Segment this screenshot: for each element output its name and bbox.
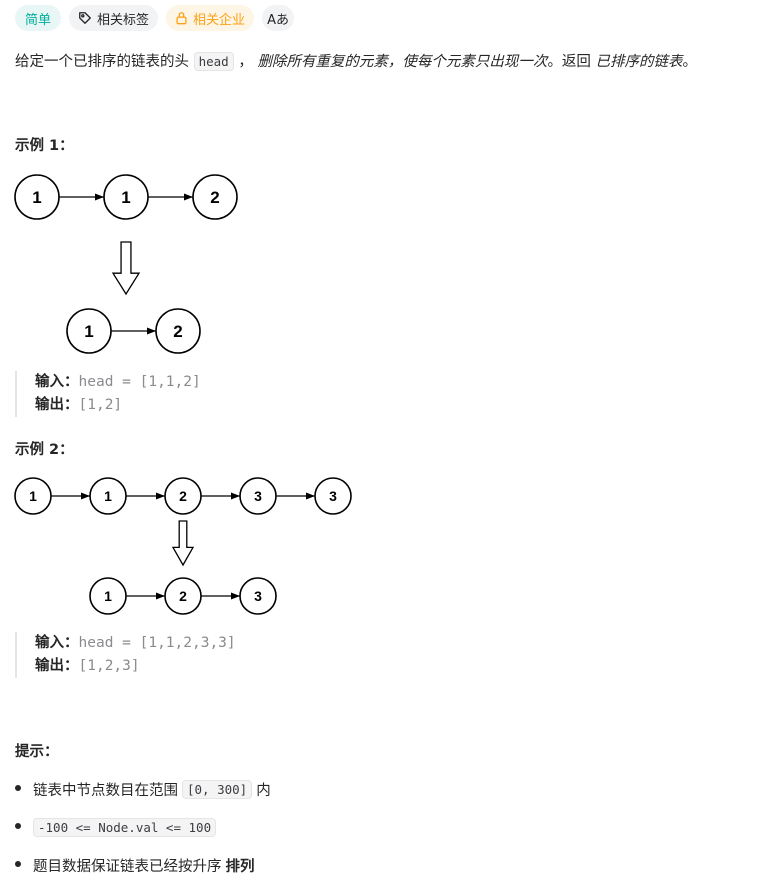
example-1-after-node xyxy=(155,308,201,354)
desc-emphasis-1: 删除所有重复的元素，使每个元素只出现一次 xyxy=(257,54,548,70)
desc-emphasis-2: 已排序的链表 xyxy=(595,54,683,70)
hint-1-text-after: 内 xyxy=(256,782,271,799)
desc-text-1: 给定一个已排序的链表的头 xyxy=(15,54,189,70)
hint-1-code: [0, 300] xyxy=(182,779,253,799)
hint-item: 链表中节点数目在范围 [0, 300] 内 xyxy=(15,770,271,808)
example-1-diagram: 1 1 2 1 2 xyxy=(14,174,238,354)
difficulty-badge[interactable]: 简单 xyxy=(15,5,62,31)
example-1-input-label: 输入： xyxy=(35,374,79,390)
desc-text-3: 。返回 xyxy=(547,54,591,70)
example-2-after-node-value: 2 xyxy=(179,588,187,604)
hints-list: 链表中节点数目在范围 [0, 300] 内 -100 <= Node.val <… xyxy=(15,770,271,884)
example-2-input-value: head = [1,1,2,3,3] xyxy=(78,635,236,651)
example-1-transform-arrow xyxy=(111,241,141,296)
example-2-after-node xyxy=(239,577,277,615)
tag-icon xyxy=(78,11,92,25)
example-1-input-value: head = [1,1,2] xyxy=(78,374,201,390)
example-1-heading: 示例 1： xyxy=(15,138,74,154)
related-tags-label: 相关标签 xyxy=(97,12,150,28)
hints-heading: 提示： xyxy=(15,744,59,760)
example-2-diagram: 1 1 2 3 3 1 2 3 xyxy=(14,477,352,615)
example-2-output-label: 输出： xyxy=(35,658,79,674)
example-1-before-node xyxy=(192,174,238,220)
translate-icon: Aあ xyxy=(267,12,289,28)
example-2-io: 输入：head = [1,1,2,3,3] 输出：[1,2,3] xyxy=(15,632,236,678)
example-2-before-node-value: 2 xyxy=(179,488,187,504)
desc-text-2: ， xyxy=(238,54,253,70)
example-1-io: 输入：head = [1,1,2] 输出：[1,2] xyxy=(15,371,201,417)
hint-1-text: 链表中节点数目在范围 xyxy=(33,782,178,799)
example-1-output-label: 输出： xyxy=(35,397,79,413)
example-2-output-value: [1,2,3] xyxy=(78,658,140,674)
example-2-before-node-value: 1 xyxy=(29,488,37,504)
hint-3-bold: 排列 xyxy=(225,858,255,875)
example-2-before-node-value: 3 xyxy=(329,488,337,504)
example-2-transform-arrow xyxy=(171,520,195,567)
example-1-output-value: [1,2] xyxy=(78,397,123,413)
desc-text-4: 。 xyxy=(682,54,698,70)
desc-code-head: head xyxy=(193,52,234,71)
lock-icon xyxy=(175,11,188,25)
example-1-after-node-value: 2 xyxy=(173,322,182,341)
example-2-heading: 示例 2： xyxy=(15,442,74,458)
example-2-before-node-value: 3 xyxy=(254,488,262,504)
difficulty-label: 简单 xyxy=(25,12,52,28)
example-1-before-node-value: 1 xyxy=(32,188,41,207)
tag-bar: 简单 相关标签 相关企业 Aあ xyxy=(15,5,295,31)
example-2-before-node xyxy=(314,477,352,515)
hint-item: -100 <= Node.val <= 100 xyxy=(15,808,271,846)
hint-3-text: 题目数据保证链表已经按升序 xyxy=(33,858,222,875)
example-1-before-node-value: 1 xyxy=(121,188,130,207)
example-2-before-node-value: 1 xyxy=(104,488,112,504)
related-companies-label: 相关企业 xyxy=(193,12,246,28)
example-1-before-node-value: 2 xyxy=(210,188,219,207)
hint-2-code: -100 <= Node.val <= 100 xyxy=(33,817,217,837)
example-2-after-node-value: 3 xyxy=(254,588,262,604)
hint-item: 题目数据保证链表已经按升序 排列 xyxy=(15,846,271,884)
example-2-input-label: 输入： xyxy=(35,635,79,651)
problem-description: 给定一个已排序的链表的头 head ， 删除所有重复的元素，使每个元素只出现一次… xyxy=(15,50,697,74)
example-2-after-node-value: 1 xyxy=(104,588,112,604)
translate-button[interactable]: Aあ xyxy=(262,5,295,31)
example-1-after-node-value: 1 xyxy=(84,322,93,341)
related-companies-button[interactable]: 相关企业 xyxy=(166,5,255,31)
related-tags-button[interactable]: 相关标签 xyxy=(69,5,159,31)
